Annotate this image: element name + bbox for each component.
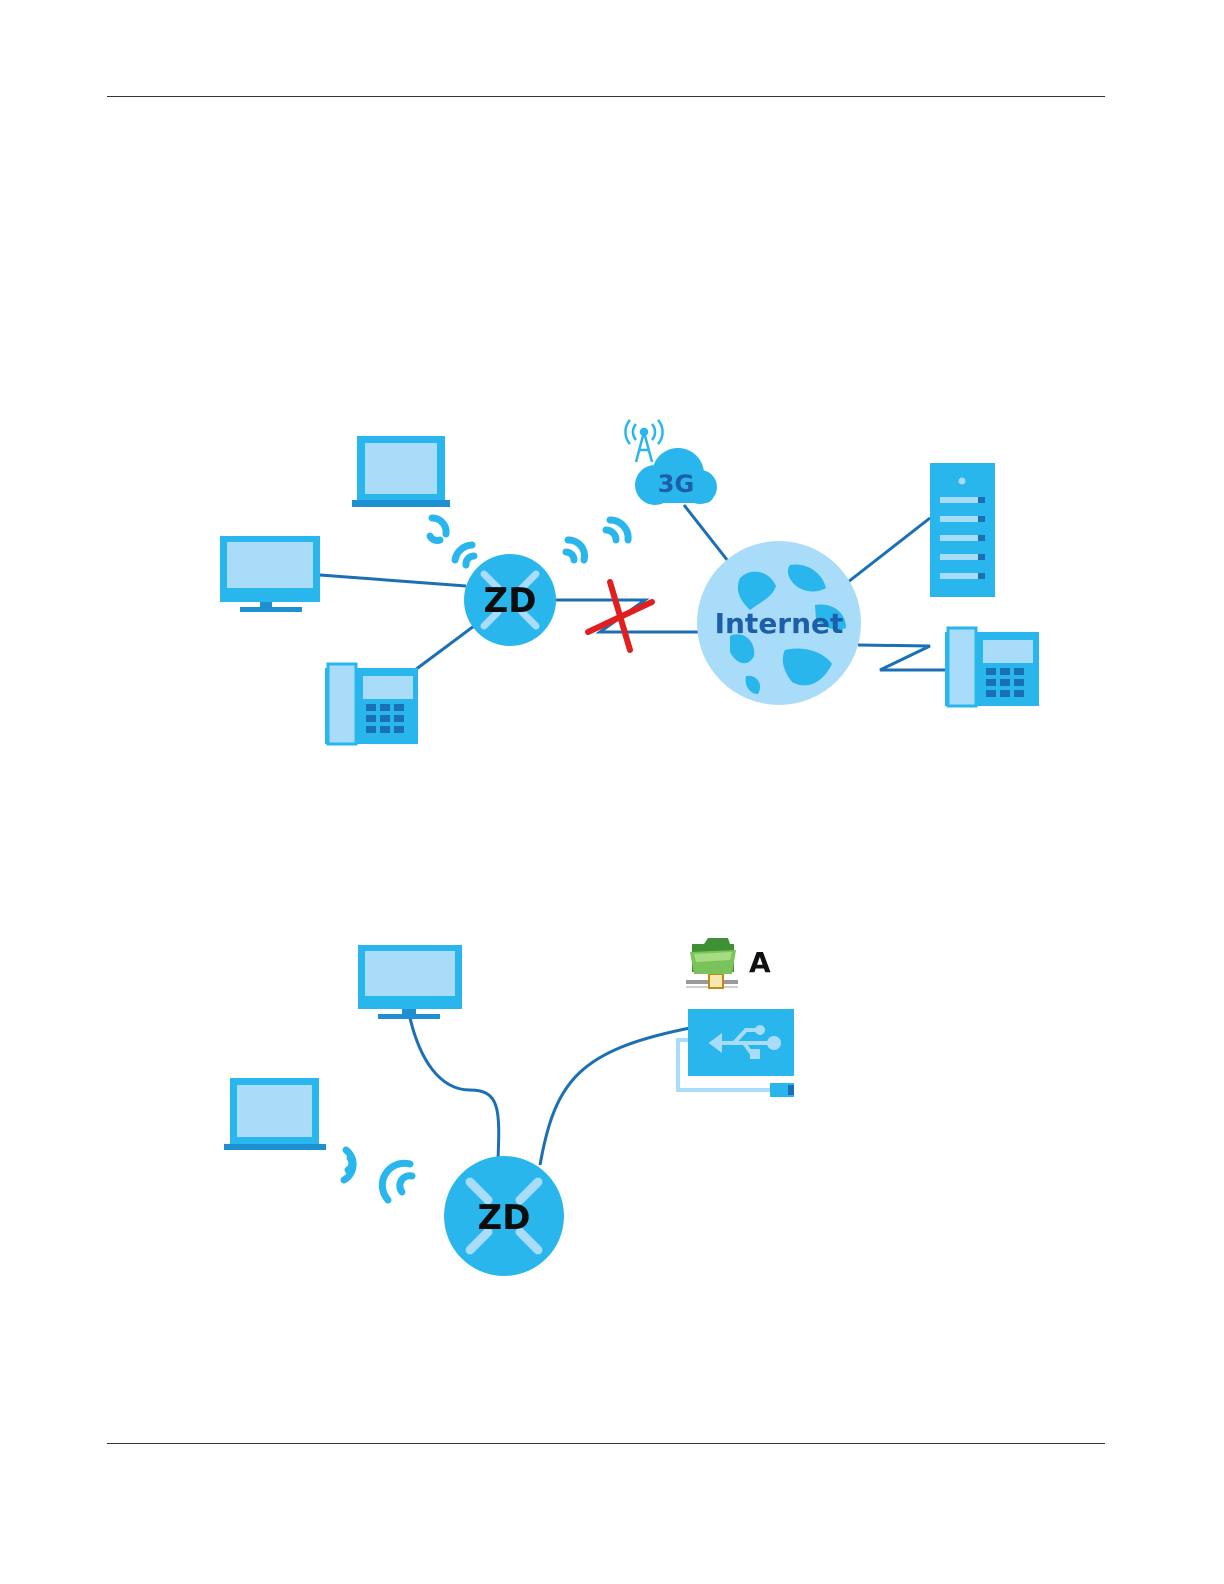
link-monitor-router bbox=[410, 1018, 499, 1160]
internet-label: Internet bbox=[715, 607, 844, 640]
link-internet-phone bbox=[858, 645, 946, 670]
router-label: ZD bbox=[484, 581, 537, 621]
share-label: A bbox=[749, 946, 771, 979]
monitor-icon bbox=[358, 945, 462, 1019]
antenna-icon bbox=[625, 420, 662, 462]
phone-icon bbox=[945, 628, 1039, 706]
router-icon: ZD bbox=[444, 1156, 564, 1276]
cellular-label: 3G bbox=[658, 470, 694, 498]
wifi-signal-icon bbox=[430, 518, 474, 565]
link-monitor-router bbox=[320, 575, 466, 586]
phone-icon bbox=[325, 664, 418, 744]
usb-drive-icon bbox=[678, 1009, 794, 1097]
globe-icon: Internet bbox=[697, 541, 861, 705]
cloud-icon: 3G bbox=[635, 448, 717, 505]
monitor-icon bbox=[220, 536, 320, 612]
link-internet-server bbox=[848, 518, 930, 582]
router-icon: ZD bbox=[464, 554, 556, 646]
figure-3g-backup: ZD 3G Internet bbox=[0, 0, 1224, 800]
wifi-signal-icon bbox=[566, 520, 628, 560]
links bbox=[410, 1018, 690, 1165]
wifi-signal-icon bbox=[344, 1150, 412, 1200]
router-label: ZD bbox=[478, 1198, 531, 1238]
laptop-icon bbox=[224, 1078, 326, 1150]
link-usb-router bbox=[540, 1028, 690, 1165]
link-phone-router bbox=[415, 626, 474, 670]
broken-link-icon bbox=[588, 582, 652, 650]
shared-folder-icon bbox=[686, 938, 738, 988]
footer-rule bbox=[107, 1443, 1105, 1444]
server-icon bbox=[930, 463, 995, 597]
laptop-icon bbox=[352, 436, 450, 507]
figure-usb-share: ZD A bbox=[0, 800, 1224, 1320]
